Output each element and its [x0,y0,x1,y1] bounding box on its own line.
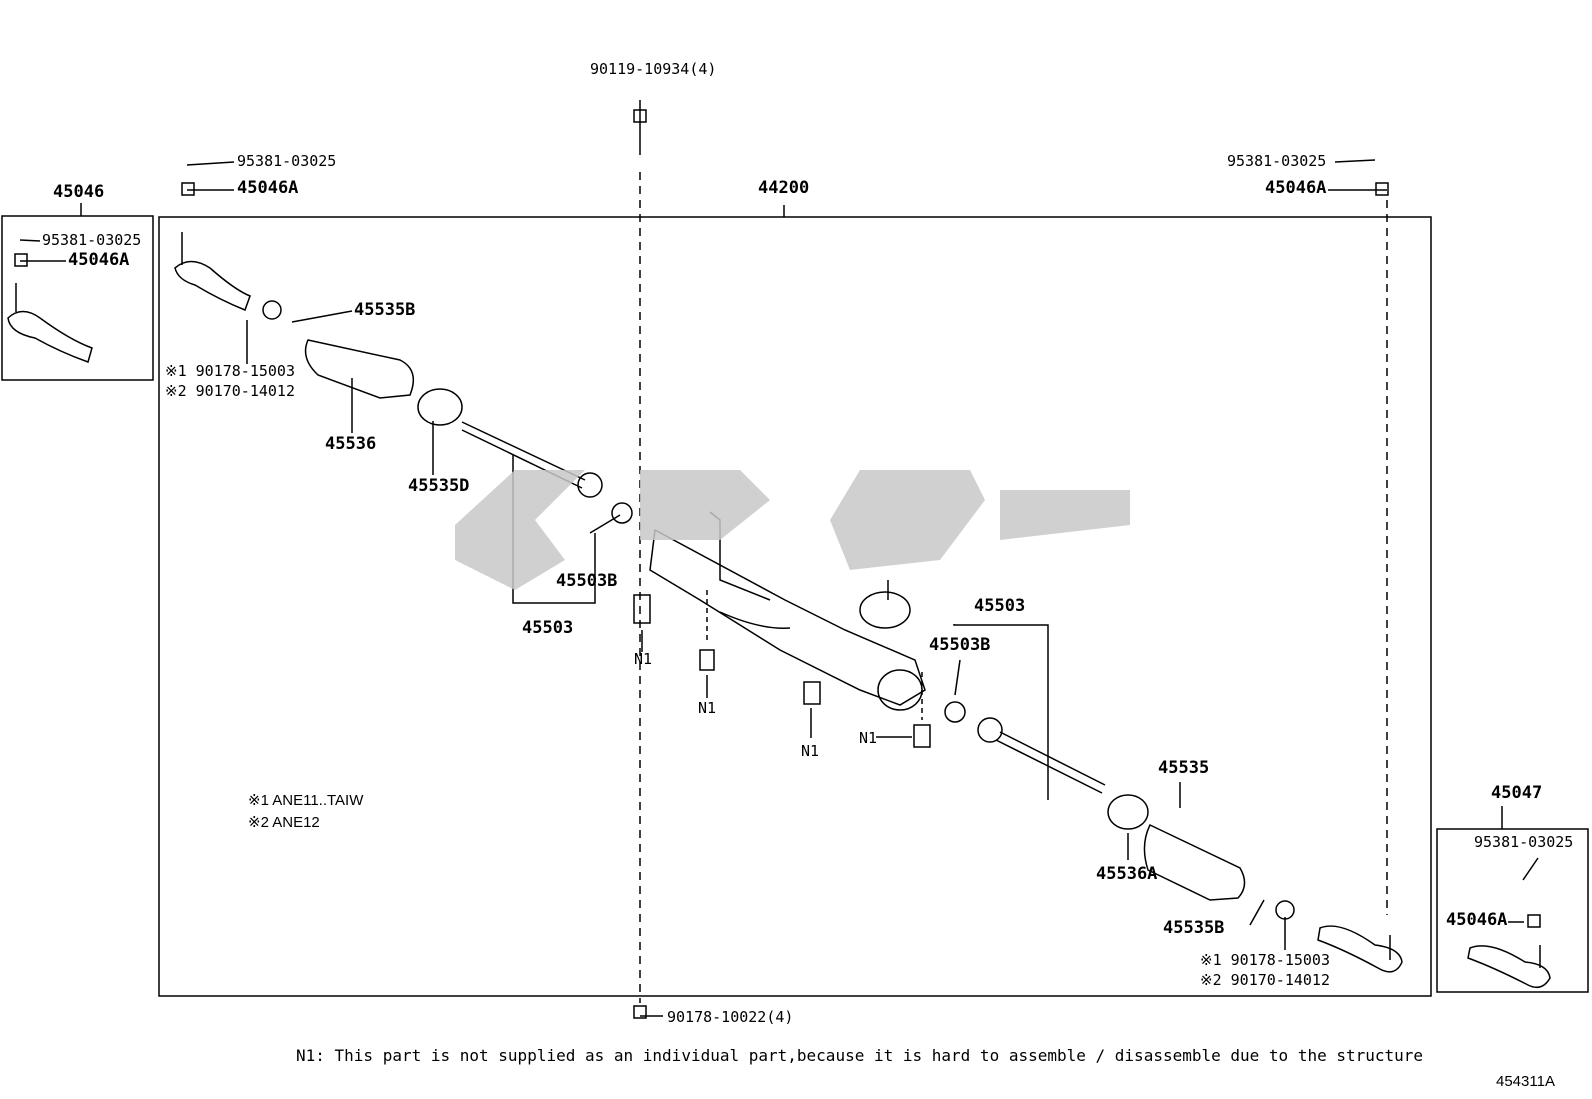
label-bolt-top: 90119-10934(4) [590,60,717,78]
label-box-right-nut: 45046A [1446,910,1508,930]
left-box [1,215,154,381]
label-n1-b: N1 [698,699,717,717]
label-rod-left: 45503 [522,618,574,638]
label-grommet-left-2: ※2 90170-14012 [165,382,295,400]
label-pin-left-top: 95381-03025 [237,152,337,170]
footnote: N1: This part is not supplied as an indi… [296,1046,1424,1065]
label-tie-rod-end-right: 45047 [1491,783,1543,803]
label-nut-left-top: 45046A [237,178,299,198]
label-n1-a: N1 [634,650,653,668]
label-clamp-left: 45535B [354,300,416,320]
label-tie-rod-end-left: 45046 [53,182,105,202]
label-pin-right-top: 95381-03025 [1227,152,1327,170]
label-nut-bottom: 90178-10022(4) [667,1008,794,1026]
label-washer-right: 45503B [929,635,991,655]
label-rod-right: 45503 [974,596,1026,616]
note-2: ※2 ANE12 [248,814,320,831]
label-clip-left: 45535D [408,476,470,496]
figure-id: 454311A [1496,1073,1555,1090]
main-frame [158,216,1432,997]
right-box [1436,828,1589,993]
label-clip-right: 45536A [1096,864,1158,884]
label-box-left-nut: 45046A [68,250,130,270]
label-washer-left: 45503B [556,571,618,591]
note-1: ※1 ANE11..TAIW [248,792,364,809]
label-grommet-right-2: ※2 90170-14012 [1200,971,1330,989]
label-grommet-left-1: ※1 90178-15003 [165,362,295,380]
label-grommet-right-1: ※1 90178-15003 [1200,951,1330,969]
label-boot-left: 45536 [325,434,377,454]
watermark-logo [455,470,1130,590]
label-nut-right-top: 45046A [1265,178,1327,198]
label-n1-c: N1 [801,742,820,760]
label-boot-right: 45535 [1158,758,1210,778]
label-box-left-pin: 95381-03025 [42,231,142,249]
label-box-right-pin: 95381-03025 [1474,833,1574,851]
label-rack-assy: 44200 [758,178,810,198]
label-clamp-right: 45535B [1163,918,1225,938]
label-n1-d: N1 [859,729,878,747]
